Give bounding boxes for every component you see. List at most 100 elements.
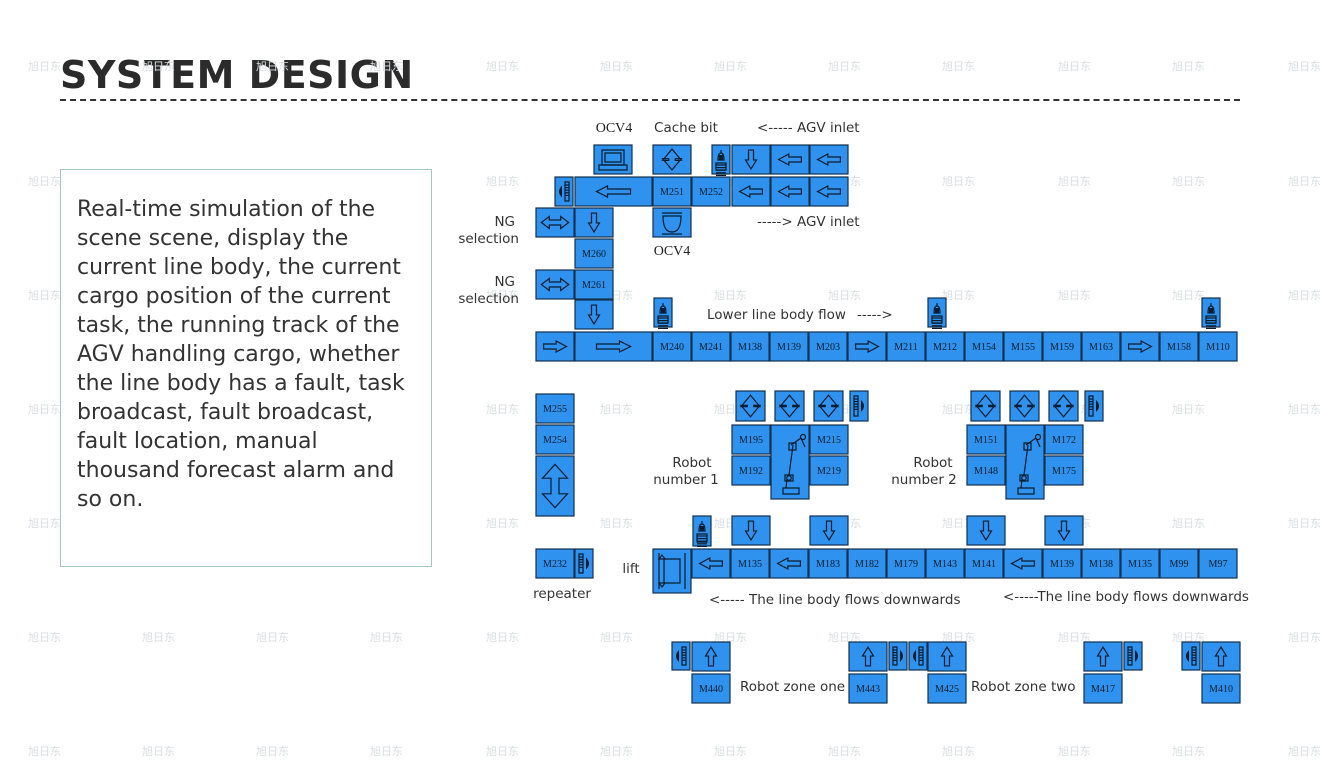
cell-label[interactable]: M175	[1044, 455, 1084, 486]
cell-label[interactable]: M240	[652, 331, 692, 362]
cell-label[interactable]: M211	[886, 331, 926, 362]
conveyor-cell[interactable]	[574, 176, 653, 207]
cell-label[interactable]: M148	[966, 455, 1006, 486]
sensor-icon[interactable]	[927, 297, 947, 329]
cell-label[interactable]: M195	[731, 424, 771, 455]
conveyor-cell[interactable]	[574, 331, 653, 362]
cell-label[interactable]: M232	[535, 548, 575, 579]
conveyor-cell[interactable]	[574, 299, 614, 330]
cell-label[interactable]: M139	[769, 331, 809, 362]
watermark-mark: 旭日东	[256, 630, 289, 644]
cell-label[interactable]: M215	[809, 424, 849, 455]
cell-label[interactable]: M241	[691, 331, 731, 362]
ng-switch-cell[interactable]	[535, 269, 575, 300]
conveyor-cell[interactable]	[770, 144, 810, 175]
cell-label[interactable]: M219	[809, 455, 849, 486]
cell-label[interactable]: M135	[1120, 548, 1160, 579]
cell-label[interactable]: M425	[927, 673, 967, 704]
cell-label[interactable]: M151	[966, 424, 1006, 455]
cell-label[interactable]: M261	[574, 269, 614, 300]
cell-label[interactable]: M159	[1042, 331, 1082, 362]
cell-label[interactable]: M154	[964, 331, 1004, 362]
conveyor-cell[interactable]	[769, 548, 809, 579]
watermark-mark: 旭日东	[486, 630, 519, 644]
conveyor-cell[interactable]	[809, 176, 849, 207]
conveyor-cell[interactable]	[1044, 515, 1084, 546]
conveyor-cell[interactable]	[774, 390, 805, 422]
conveyor-cell[interactable]	[691, 641, 731, 672]
lift-column-cell[interactable]	[535, 455, 575, 517]
conveyor-cell[interactable]	[813, 390, 844, 422]
cell-label[interactable]: M138	[1081, 548, 1121, 579]
sensor-icon[interactable]	[908, 641, 928, 671]
sensor-icon[interactable]	[1084, 390, 1104, 422]
cell-label[interactable]: M203	[808, 331, 848, 362]
cell-label[interactable]: M143	[925, 548, 965, 579]
cell-label[interactable]: M163	[1081, 331, 1121, 362]
cell-label[interactable]: M410	[1201, 673, 1241, 704]
conveyor-cell[interactable]	[770, 176, 810, 207]
cell-label[interactable]: M417	[1083, 673, 1123, 704]
conveyor-cell[interactable]	[1009, 390, 1040, 422]
conveyor-cell[interactable]	[927, 641, 967, 672]
cell-label[interactable]: M155	[1003, 331, 1043, 362]
cell-label[interactable]: M141	[964, 548, 1004, 579]
conveyor-cell[interactable]	[574, 207, 614, 238]
ocv4-top-station[interactable]	[593, 144, 633, 175]
conveyor-cell[interactable]	[731, 144, 771, 175]
conveyor-cell[interactable]	[970, 390, 1001, 422]
cell-label[interactable]: M254	[535, 424, 575, 455]
conveyor-cell[interactable]	[809, 144, 849, 175]
conveyor-cell[interactable]	[1120, 331, 1160, 362]
cell-label[interactable]: M135	[730, 548, 770, 579]
sensor-icon[interactable]	[711, 144, 731, 176]
ng-switch-cell[interactable]	[535, 207, 575, 238]
cell-label[interactable]: M158	[1159, 331, 1199, 362]
sensor-icon[interactable]	[1123, 641, 1143, 671]
cell-label[interactable]: M172	[1044, 424, 1084, 455]
ocv4-mid-station[interactable]	[652, 207, 692, 238]
conveyor-cell[interactable]	[735, 390, 766, 422]
cell-label[interactable]: M251	[652, 176, 692, 207]
sensor-icon[interactable]	[849, 390, 869, 422]
robot-1-icon[interactable]	[770, 424, 810, 500]
conveyor-cell[interactable]	[809, 515, 849, 546]
sensor-icon[interactable]	[574, 548, 594, 579]
cell-label[interactable]: M110	[1198, 331, 1238, 362]
cell-label[interactable]: M212	[925, 331, 965, 362]
conveyor-cell[interactable]	[847, 331, 887, 362]
conveyor-cell[interactable]	[1003, 548, 1043, 579]
cell-label[interactable]: M252	[691, 176, 731, 207]
cell-label[interactable]: M443	[848, 673, 888, 704]
conveyor-cell[interactable]	[1083, 641, 1123, 672]
cell-label[interactable]: M192	[731, 455, 771, 486]
sensor-icon[interactable]	[671, 641, 691, 671]
cell-label[interactable]: M138	[730, 331, 770, 362]
conveyor-cell[interactable]	[848, 641, 888, 672]
robot-2-icon[interactable]	[1005, 424, 1045, 500]
cell-label[interactable]: M99	[1159, 548, 1199, 579]
cache-bit-cell[interactable]	[652, 144, 692, 175]
cell-label[interactable]: M179	[886, 548, 926, 579]
conveyor-cell[interactable]	[535, 331, 575, 362]
sensor-icon[interactable]	[653, 297, 673, 329]
cell-label[interactable]: M255	[535, 393, 575, 424]
sensor-icon[interactable]	[692, 515, 712, 547]
conveyor-cell[interactable]	[691, 548, 731, 579]
cell-label[interactable]: M260	[574, 238, 614, 269]
cell-label[interactable]: M440	[691, 673, 731, 704]
sensor-icon[interactable]	[1181, 641, 1201, 671]
cell-label[interactable]: M139	[1042, 548, 1082, 579]
conveyor-cell[interactable]	[966, 515, 1006, 546]
conveyor-cell[interactable]	[1201, 641, 1241, 672]
conveyor-cell[interactable]	[731, 515, 771, 546]
conveyor-cell[interactable]	[731, 176, 771, 207]
sensor-icon[interactable]	[1201, 297, 1221, 329]
sensor-icon[interactable]	[554, 176, 574, 207]
cell-label[interactable]: M183	[808, 548, 848, 579]
cell-label[interactable]: M182	[847, 548, 887, 579]
sensor-icon[interactable]	[888, 641, 908, 671]
cell-label[interactable]: M97	[1198, 548, 1238, 579]
lift-icon[interactable]	[652, 548, 692, 594]
conveyor-cell[interactable]	[1048, 390, 1079, 422]
